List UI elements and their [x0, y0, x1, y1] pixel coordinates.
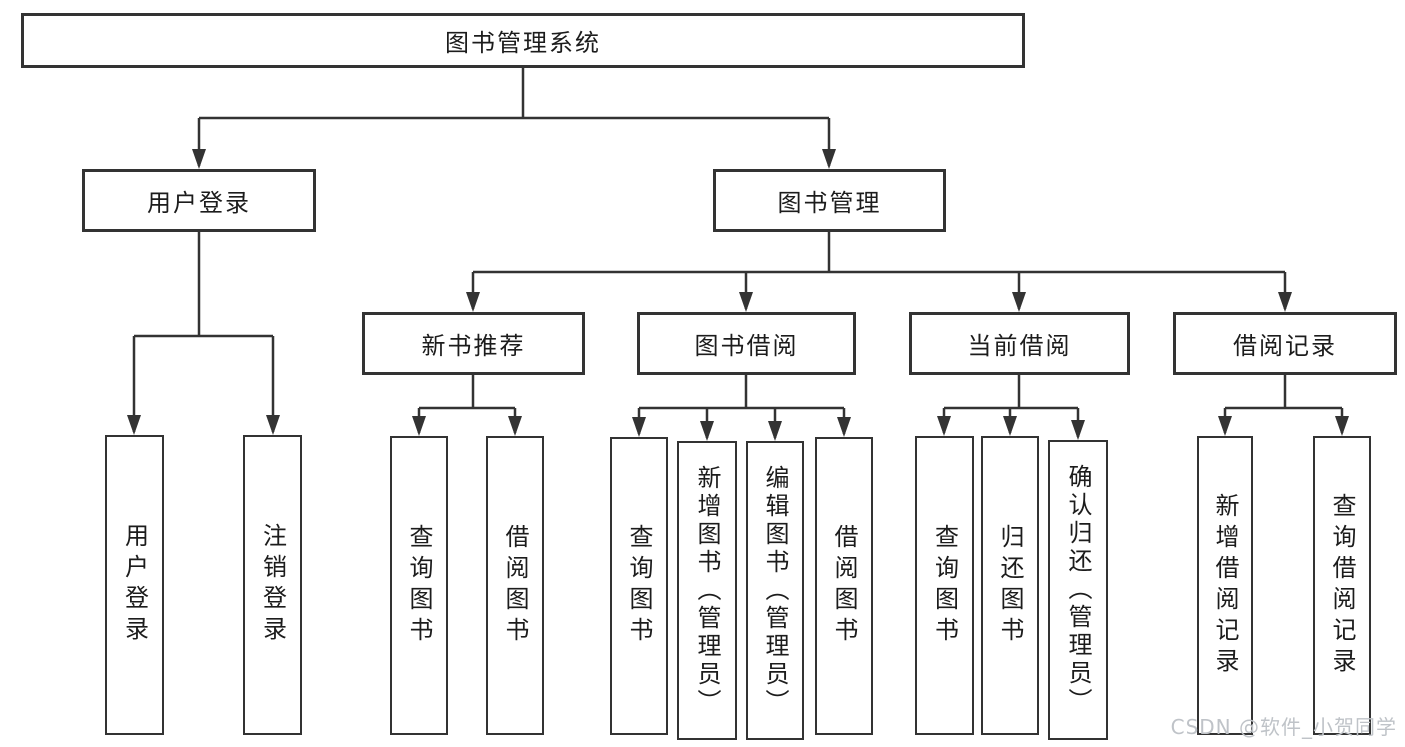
node-book-borrow: 图书借阅 — [637, 312, 856, 375]
leaf-label: 确认归还（管理员） — [1064, 464, 1092, 716]
leaf-query-books-1: 查询图书 — [390, 436, 448, 735]
leaf-return-books: 归还图书 — [981, 436, 1039, 735]
leaf-user-login: 用户登录 — [105, 435, 164, 735]
node-library-system: 图书管理系统 — [21, 13, 1025, 68]
node-borrow-records: 借阅记录 — [1173, 312, 1397, 375]
node-label: 借阅记录 — [1233, 332, 1337, 360]
node-label: 当前借阅 — [967, 332, 1072, 360]
node-user-login: 用户登录 — [82, 169, 316, 232]
leaf-label: 编辑图书（管理员） — [761, 464, 789, 717]
leaf-label: 注销登录 — [258, 523, 287, 647]
leaf-label: 查询图书 — [405, 523, 433, 648]
node-label: 新书推荐 — [421, 332, 526, 360]
leaf-query-books-3: 查询图书 — [915, 436, 974, 735]
node-label: 图书管理 — [777, 189, 882, 217]
leaf-add-borrow-record: 新增借阅记录 — [1197, 436, 1253, 735]
csdn-watermark: CSDN @软件_小贺同学 — [1170, 715, 1397, 739]
node-label: 图书管理系统 — [445, 29, 601, 57]
node-new-book-recommend: 新书推荐 — [362, 312, 585, 375]
leaf-confirm-return-admin: 确认归还（管理员） — [1048, 440, 1108, 740]
leaf-query-books-2: 查询图书 — [610, 437, 668, 735]
leaf-logout: 注销登录 — [243, 435, 302, 735]
node-book-management: 图书管理 — [713, 169, 946, 232]
node-current-borrow: 当前借阅 — [909, 312, 1130, 375]
leaf-borrow-books-1: 借阅图书 — [486, 436, 544, 735]
leaf-label: 查询借阅记录 — [1328, 492, 1356, 679]
leaf-borrow-books-2: 借阅图书 — [815, 437, 873, 735]
leaf-label: 查询图书 — [625, 524, 653, 648]
leaf-label: 查询图书 — [930, 523, 959, 648]
leaf-label: 新增借阅记录 — [1211, 492, 1239, 679]
leaf-edit-book-admin: 编辑图书（管理员） — [746, 441, 804, 740]
arrowhead-group — [127, 149, 1349, 441]
leaf-label: 借阅图书 — [501, 523, 529, 648]
leaf-add-book-admin: 新增图书（管理员） — [677, 441, 737, 740]
node-label: 用户登录 — [147, 189, 251, 217]
leaf-label: 归还图书 — [996, 523, 1024, 648]
leaf-label: 新增图书（管理员） — [693, 464, 721, 717]
leaf-label: 用户登录 — [120, 523, 149, 647]
node-label: 图书借阅 — [694, 332, 799, 360]
leaf-query-borrow-record: 查询借阅记录 — [1313, 436, 1371, 735]
leaf-label: 借阅图书 — [830, 524, 858, 648]
